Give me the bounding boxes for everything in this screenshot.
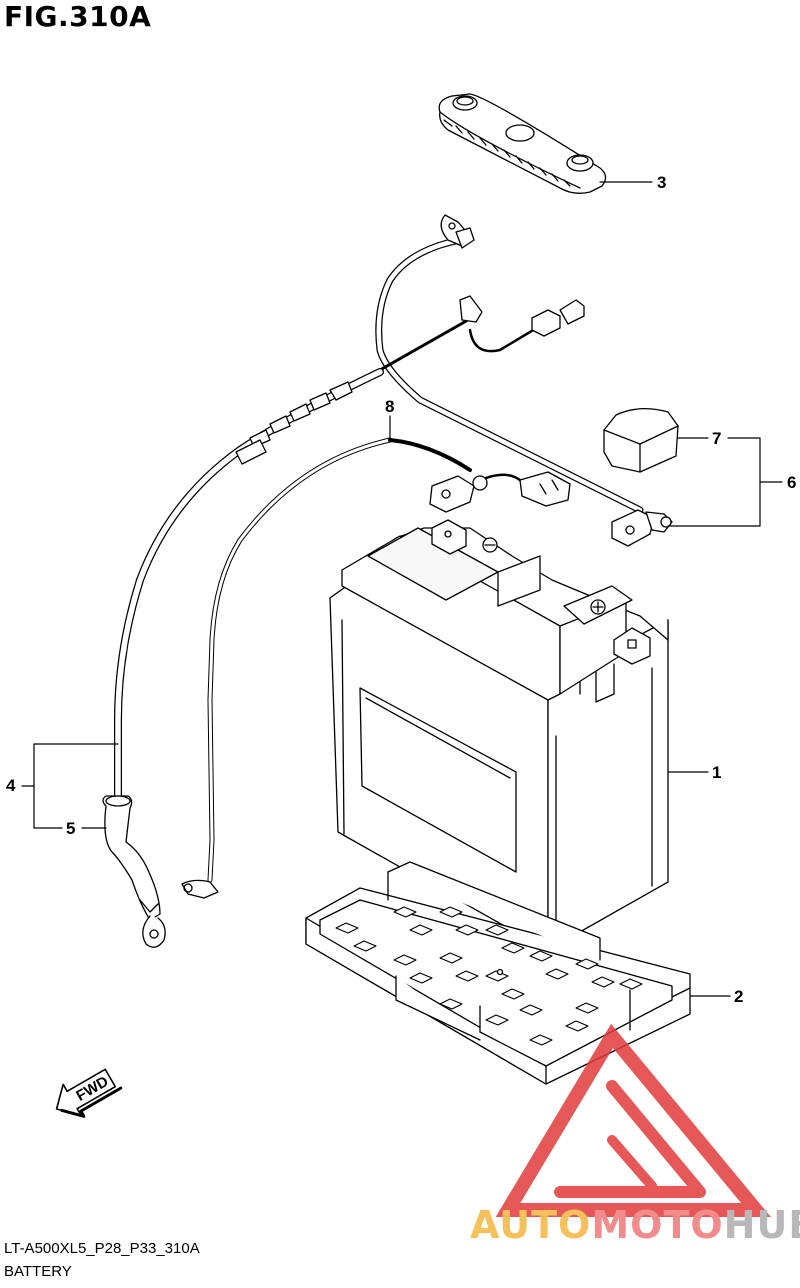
battery-harness-part-8 [181, 295, 585, 899]
watermark-part-auto: AUTO [470, 1203, 592, 1247]
starter-cable-part-6 [375, 214, 673, 547]
watermark-text: AUTOMOTOHUB [470, 1203, 800, 1247]
callout-7: 7 [712, 429, 722, 448]
automotohub-triangle-logo [495, 1023, 771, 1217]
figure-title: FIG.310A [4, 0, 152, 33]
battery-tray-part-2 [305, 861, 691, 1085]
battery-cable-part-4 [114, 368, 384, 804]
watermark-part-hub: HUB [723, 1203, 800, 1247]
callout-6: 6 [787, 473, 797, 492]
diagram-name: BATTERY [4, 1263, 72, 1280]
forward-arrow-icon: FWD [55, 1068, 123, 1118]
battery-band-part-3 [438, 93, 607, 194]
terminal-cover-part-7 [603, 408, 679, 473]
callout-1: 1 [712, 763, 722, 782]
callout-5: 5 [66, 819, 76, 838]
watermark-part-moto: MOTO [591, 1203, 724, 1247]
leader-lines [21, 181, 783, 997]
diagram-code: LT-A500XL5_P28_P33_310A [4, 1240, 200, 1257]
callout-8: 8 [385, 397, 395, 416]
callout-4: 4 [6, 776, 16, 795]
battery-part-1 [329, 519, 669, 951]
callout-2: 2 [734, 987, 744, 1006]
callout-3: 3 [657, 173, 667, 192]
terminal-boot-part-5 [102, 795, 166, 948]
